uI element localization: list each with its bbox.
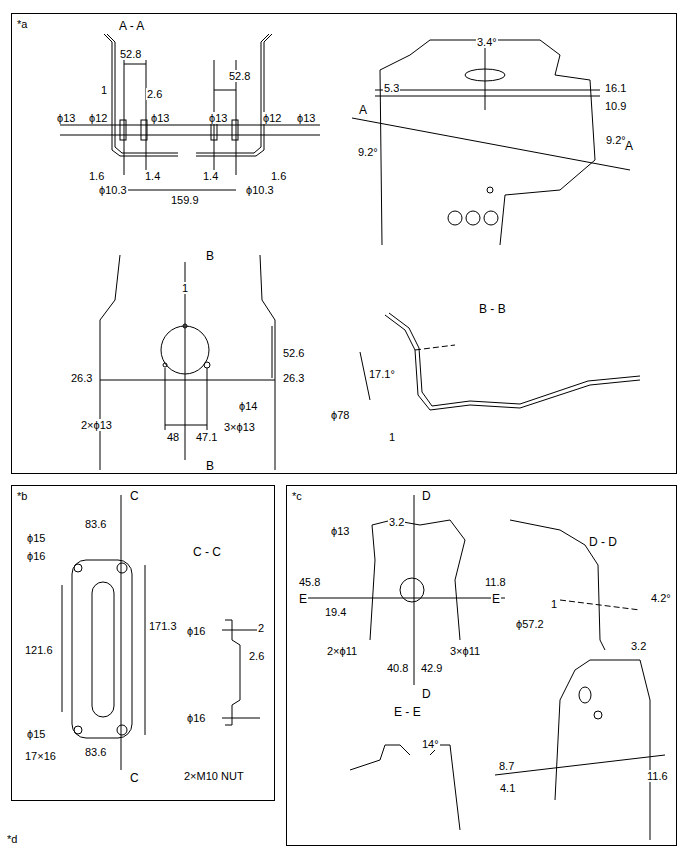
dimension-label: 52.8 xyxy=(119,48,142,60)
bracket-plate xyxy=(62,495,260,770)
dimension-label: ϕ16 xyxy=(26,550,46,562)
dimension-label: C xyxy=(129,772,140,785)
dimension-label: E - E xyxy=(393,706,422,719)
dimension-label: 2×M10 NUT xyxy=(183,770,245,782)
dimension-label: 3.4° xyxy=(476,36,498,48)
dimension-label: 52.6 xyxy=(282,347,305,359)
dimension-label: 47.1 xyxy=(195,431,218,443)
dimension-label: 121.6 xyxy=(24,644,54,656)
dimension-label: 8.7 xyxy=(498,760,515,772)
dimension-label: ϕ10.3 xyxy=(98,184,128,196)
dimension-label: ϕ15 xyxy=(26,532,46,544)
dimension-label: 1 xyxy=(388,431,396,443)
dimension-label: 2×ϕ13 xyxy=(80,419,113,431)
dimension-label: E xyxy=(298,593,308,606)
dimension-label: 159.9 xyxy=(170,194,200,206)
dimension-label: 9.2° xyxy=(357,146,379,158)
dimension-label: 3×ϕ11 xyxy=(449,645,481,657)
dimension-label: 171.3 xyxy=(148,620,178,632)
dimension-label: A xyxy=(358,104,368,117)
dimension-label: 1.6 xyxy=(270,170,287,182)
dimension-label: ϕ13 xyxy=(56,112,76,124)
dimension-label: ϕ15 xyxy=(26,728,46,740)
dimension-label: D xyxy=(421,490,432,503)
part-view-bottom xyxy=(100,255,275,470)
dimension-label: 1.4 xyxy=(202,170,219,182)
dimension-label: ϕ16 xyxy=(186,625,206,637)
dimension-label: 2×ϕ11 xyxy=(326,645,358,657)
dimension-label: C xyxy=(129,490,140,503)
dimension-label: 10.9 xyxy=(604,100,627,112)
dimension-label: 26.3 xyxy=(282,372,305,384)
dimension-label: 4.1 xyxy=(499,782,516,794)
section-b-b xyxy=(360,313,640,410)
panel-tag: *c xyxy=(292,490,302,502)
dimension-label: B xyxy=(205,460,215,473)
dimension-label: ϕ14 xyxy=(238,400,258,412)
dimension-label: 17×16 xyxy=(24,750,57,762)
part-view-c xyxy=(298,495,665,840)
dimension-label: 42.9 xyxy=(420,662,443,674)
dimension-label: ϕ13 xyxy=(296,112,316,124)
dimension-label: A xyxy=(624,140,634,153)
dimension-label: ϕ13 xyxy=(150,112,170,124)
panel-tag: *a xyxy=(17,18,27,30)
dimension-label: 26.3 xyxy=(70,372,93,384)
dimension-label: A - A xyxy=(118,20,145,33)
dimension-label: 1.6 xyxy=(88,170,105,182)
dimension-label: ϕ13 xyxy=(330,525,350,537)
dimension-label: 4.2° xyxy=(650,592,672,604)
dimension-label: B xyxy=(205,250,215,263)
dimension-label: 11.6 xyxy=(646,770,669,782)
dimension-label: 17.1° xyxy=(368,368,396,380)
dimension-label: 5.3 xyxy=(383,82,400,94)
dimension-label: 14° xyxy=(421,738,440,750)
dimension-label: 2 xyxy=(257,622,265,634)
dimension-label: C - C xyxy=(192,546,222,559)
dimension-label: D xyxy=(421,688,432,701)
dimension-label: ϕ57.2 xyxy=(515,618,545,630)
dimension-label: 16.1 xyxy=(604,82,627,94)
dimension-label: ϕ16 xyxy=(186,712,206,724)
view-panel: *c xyxy=(286,485,677,846)
dimension-label: ϕ12 xyxy=(88,112,108,124)
dimension-label: 3.2 xyxy=(388,516,405,528)
dimension-label: *d xyxy=(6,833,18,845)
dimension-label: D - D xyxy=(588,536,618,549)
dimension-label: 52.8 xyxy=(228,70,251,82)
part-view-top xyxy=(352,40,630,245)
dimension-label: 3.2 xyxy=(630,640,647,652)
dimension-label: 83.6 xyxy=(84,518,107,530)
dimension-label: 1 xyxy=(550,598,558,610)
dimension-label: 1 xyxy=(181,282,189,294)
dimension-label: E xyxy=(491,593,501,606)
dimension-label: 48 xyxy=(166,431,180,443)
dimension-label: 1.4 xyxy=(144,170,161,182)
dimension-label: 19.4 xyxy=(324,606,347,618)
dimension-label: 2.6 xyxy=(146,88,163,100)
dimension-label: B - B xyxy=(478,303,507,316)
dimension-label: 45.8 xyxy=(298,576,321,588)
dimension-label: ϕ10.3 xyxy=(245,184,275,196)
dimension-label: ϕ12 xyxy=(262,112,282,124)
dimension-label: 40.8 xyxy=(386,662,409,674)
dimension-label: ϕ78 xyxy=(330,409,350,421)
dimension-label: 1 xyxy=(100,84,108,96)
dimension-label: 11.8 xyxy=(484,576,507,588)
dimension-label: ϕ13 xyxy=(208,112,228,124)
dimension-label: 2.6 xyxy=(248,650,265,662)
dimension-label: 3×ϕ13 xyxy=(223,421,256,433)
section-a-a xyxy=(60,34,320,190)
view-panel: *a xyxy=(11,13,677,474)
dimension-label: 83.6 xyxy=(84,746,107,758)
panel-tag: *b xyxy=(17,490,27,502)
